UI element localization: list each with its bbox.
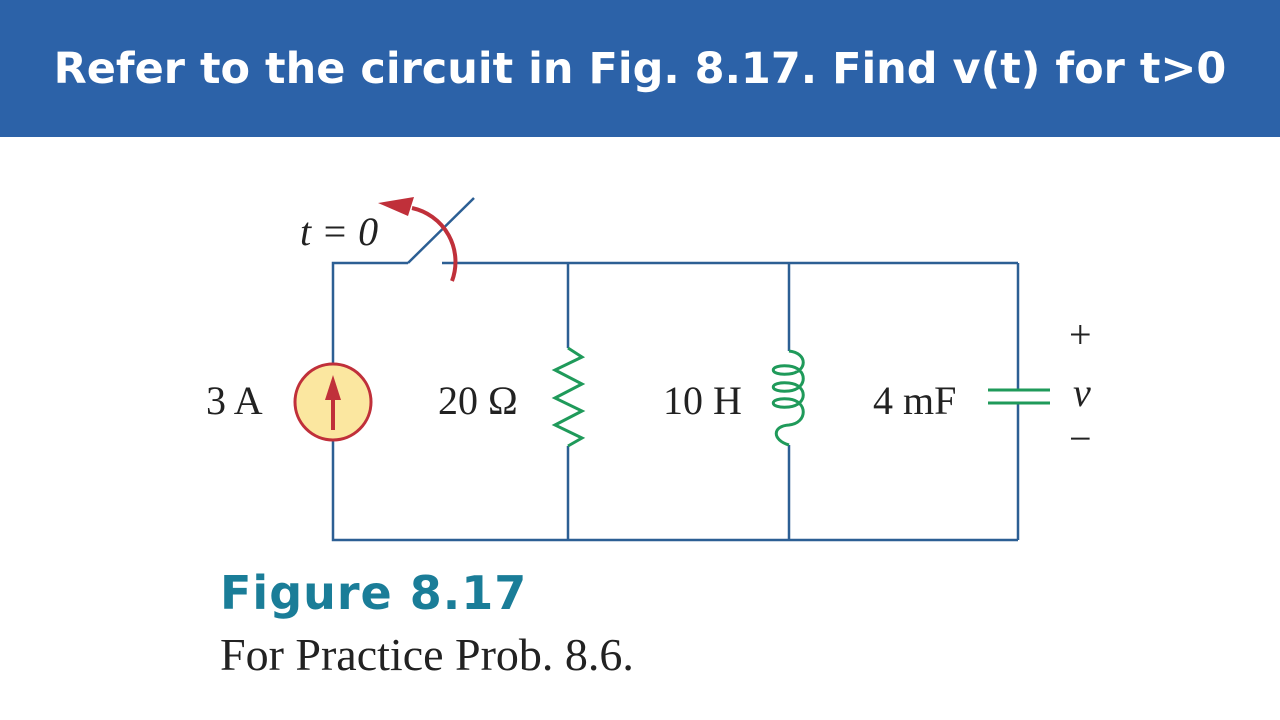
resistor-label: 20 Ω xyxy=(438,378,518,423)
wire-left-top xyxy=(331,261,408,364)
switch-arrow xyxy=(411,206,458,282)
source-arrowhead-icon xyxy=(325,375,341,400)
question-title: Refer to the circuit in Fig. 8.17. Find … xyxy=(53,43,1227,94)
switch-label: t = 0 xyxy=(300,209,378,254)
voltage-label: v xyxy=(1073,370,1091,415)
switch-arrowhead-icon xyxy=(378,197,414,216)
resistor-icon xyxy=(551,346,586,448)
wires xyxy=(331,197,1020,542)
switch-blade xyxy=(407,197,475,264)
voltage-plus: + xyxy=(1069,312,1092,357)
wire-bottom xyxy=(331,440,1018,542)
figure-title: Figure 8.17 xyxy=(220,566,528,620)
figure-caption: For Practice Prob. 8.6. xyxy=(220,629,634,680)
inductor-icon xyxy=(771,349,805,447)
source-label: 3 A xyxy=(206,378,263,423)
inductor-label: 10 H xyxy=(663,378,742,423)
voltage-minus: − xyxy=(1069,416,1092,461)
question-header: Refer to the circuit in Fig. 8.17. Find … xyxy=(0,0,1280,137)
capacitor-label: 4 mF xyxy=(873,378,956,423)
